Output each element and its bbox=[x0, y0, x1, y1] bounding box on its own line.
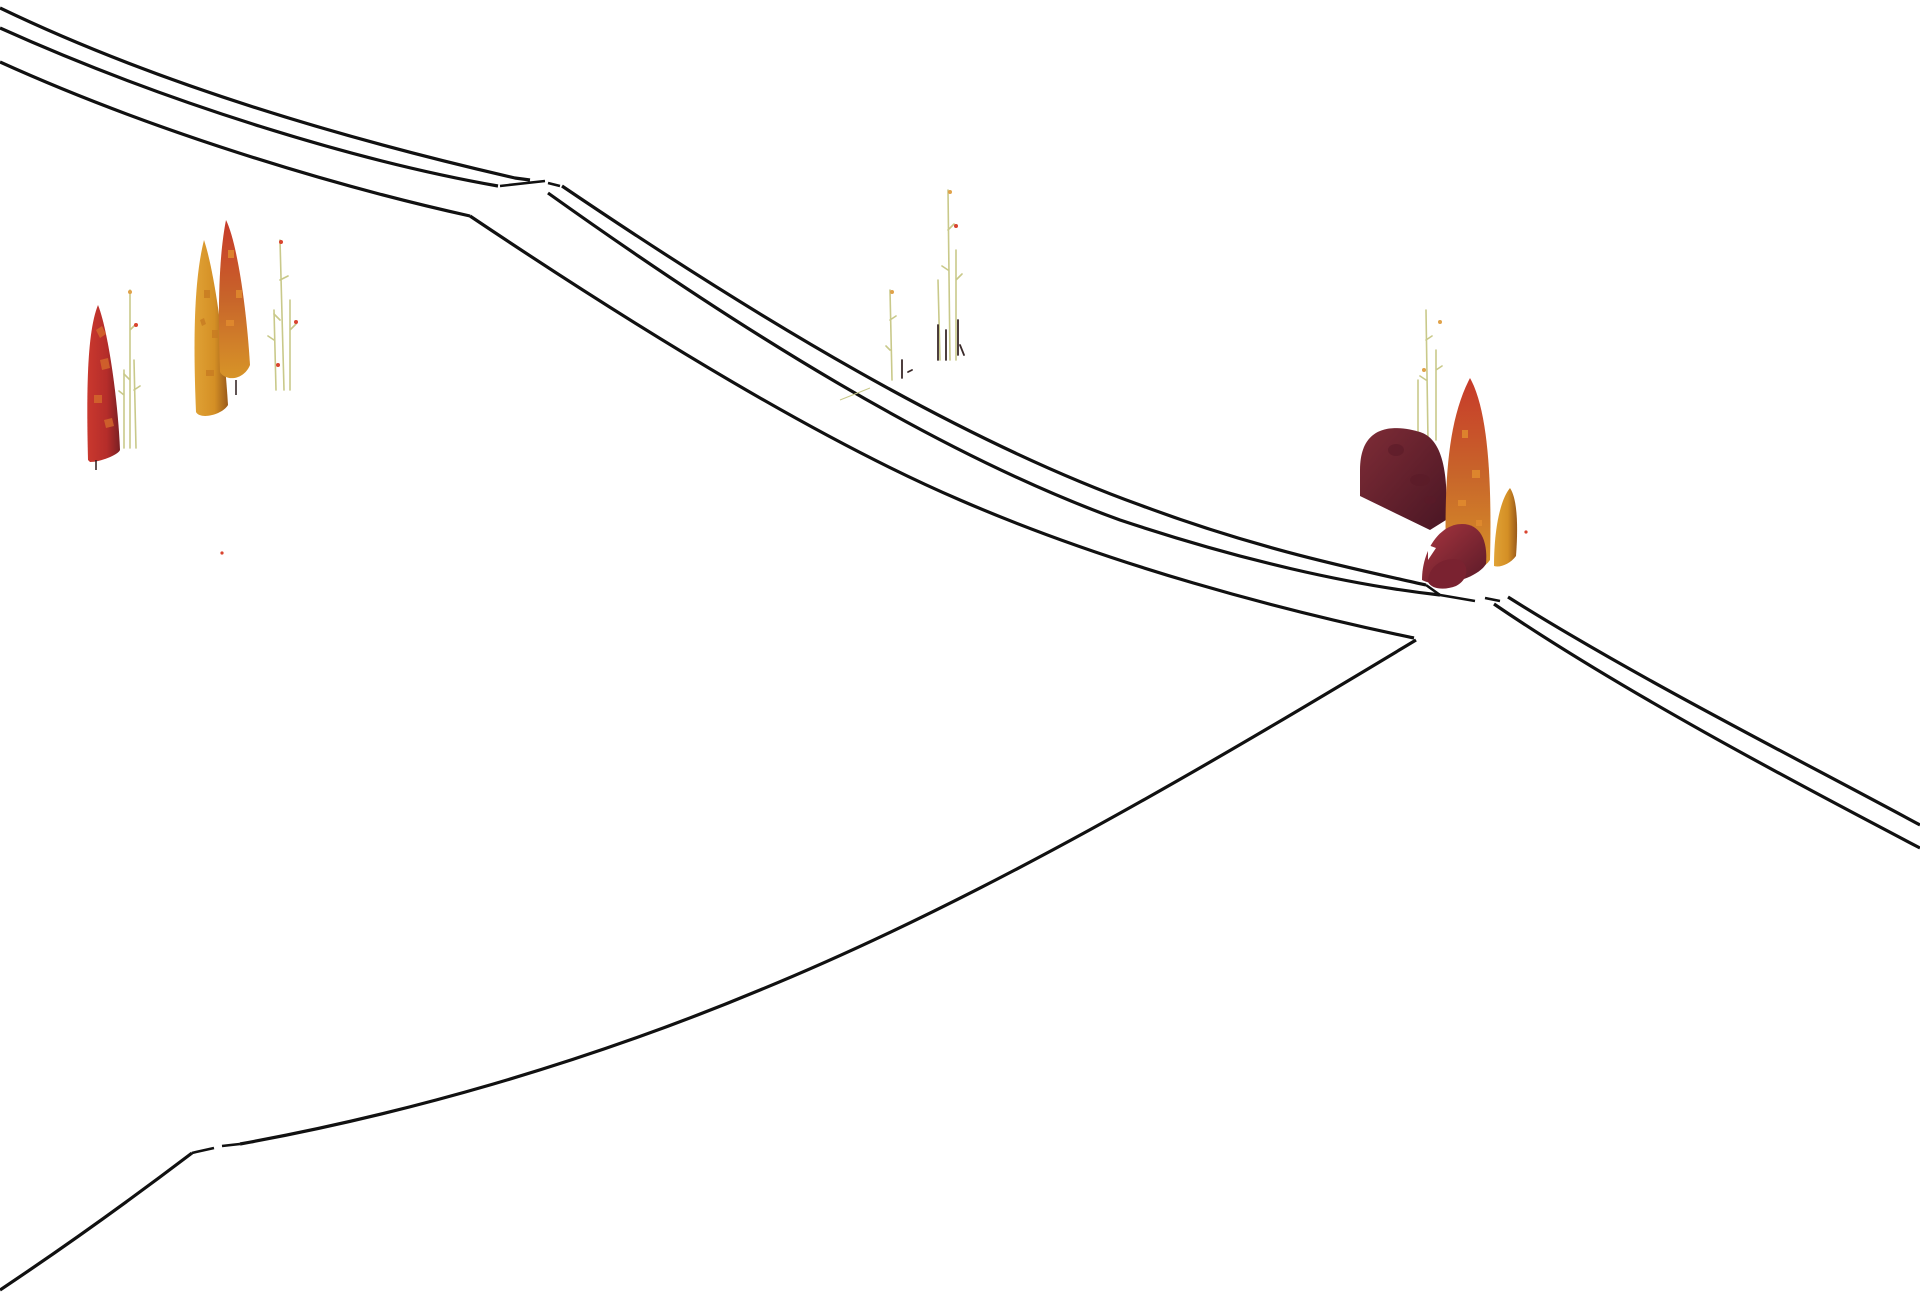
ridge-line-upper-left bbox=[0, 60, 471, 218]
ridge-line-diagonal bbox=[239, 638, 1417, 1146]
berry-dot bbox=[1524, 530, 1528, 534]
tall-orange-tree-icon bbox=[194, 240, 228, 416]
berry-dot bbox=[220, 551, 224, 555]
ridge-line-mid-a bbox=[561, 184, 1427, 587]
reed-cluster-icon bbox=[267, 239, 298, 391]
tall-red-orange-tree-icon bbox=[218, 220, 250, 395]
reed-cluster-icon bbox=[118, 289, 141, 449]
ridge-line-right-b bbox=[1493, 602, 1920, 850]
ridge-line-bottom-left bbox=[0, 1151, 193, 1292]
center-reeds bbox=[839, 189, 965, 401]
small-orange-tree-icon bbox=[1494, 488, 1518, 567]
right-grove bbox=[1360, 309, 1528, 589]
reed-cluster-icon bbox=[839, 189, 965, 401]
ridge-line-right-a bbox=[1507, 595, 1920, 827]
ridge-line-top-2 bbox=[0, 26, 499, 188]
reed-cluster-icon bbox=[1417, 309, 1443, 441]
tall-red-orange-tree-icon bbox=[1445, 378, 1491, 572]
ridge-line-lower-left bbox=[469, 214, 1415, 640]
notch-bottom bbox=[191, 1142, 241, 1155]
ridge-line-top bbox=[0, 6, 531, 182]
maroon-boulder-icon bbox=[1422, 524, 1487, 589]
notch-top bbox=[499, 179, 561, 188]
maroon-dome-rock-icon bbox=[1360, 428, 1447, 530]
tall-red-tree-icon bbox=[87, 305, 120, 470]
ridge-line-mid-b bbox=[547, 191, 1441, 597]
left-grove bbox=[87, 220, 298, 555]
terrain-lines bbox=[0, 6, 1920, 1292]
notch-mid bbox=[1425, 583, 1501, 603]
